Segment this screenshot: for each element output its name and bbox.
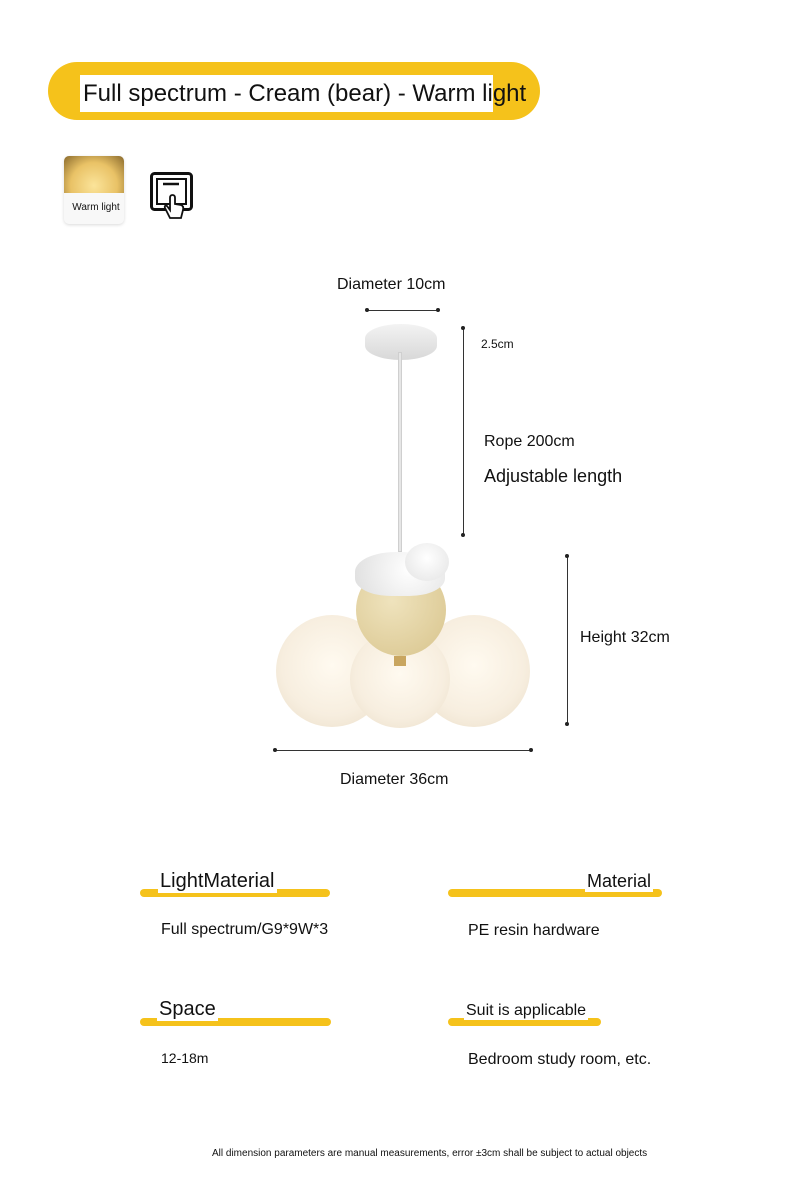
spec-value-material: PE resin hardware — [468, 922, 600, 939]
dimension-dot — [436, 308, 440, 312]
spec-bar — [448, 889, 662, 897]
spec-bar — [140, 889, 330, 897]
dimension-dot — [273, 748, 277, 752]
color-option-warm-light[interactable]: Warm light — [64, 156, 124, 224]
dimension-dot — [565, 554, 569, 558]
spec-heading-space: Space — [157, 998, 218, 1021]
bear-head — [405, 543, 449, 581]
rope-length-label: Rope 200cm — [484, 433, 575, 450]
spec-heading-suitable: Suit is applicable — [464, 1002, 589, 1020]
canopy-height-label: 2.5cm — [481, 337, 514, 351]
dimension-line — [367, 310, 438, 311]
spec-value-suitable: Bedroom study room, etc. — [468, 1051, 652, 1068]
height-dimension-line — [567, 556, 568, 724]
touch-switch-icon — [150, 172, 194, 225]
suspension-rope — [398, 352, 402, 552]
dimension-dot — [461, 533, 465, 537]
spec-value-space: 12-18m — [161, 1050, 209, 1066]
diameter-label: Diameter 36cm — [340, 771, 449, 788]
spec-bar — [140, 1018, 331, 1026]
dimension-dot — [529, 748, 533, 752]
spec-heading-material: Material — [585, 871, 654, 892]
rope-dimension-line — [463, 328, 464, 535]
dimension-dot — [365, 308, 369, 312]
spec-heading-light: LightMaterial — [158, 870, 277, 893]
product-title: Full spectrum - Cream (bear) - Warm ligh… — [80, 75, 526, 112]
warm-light-swatch — [64, 156, 124, 193]
dimension-dot — [461, 326, 465, 330]
footer-note: All dimension parameters are manual meas… — [212, 1148, 648, 1159]
dimension-dot — [565, 722, 569, 726]
canopy-diameter-label: Diameter 10cm — [337, 276, 446, 293]
diameter-dimension-line — [275, 750, 531, 751]
socket — [394, 656, 406, 666]
rope-note-label: Adjustable length — [484, 466, 623, 486]
spec-bar — [448, 1018, 601, 1026]
swatch-label: Warm light — [72, 202, 120, 213]
height-label: Height 32cm — [580, 629, 670, 646]
spec-value-light: Full spectrum/G9*9W*3 — [161, 921, 329, 938]
